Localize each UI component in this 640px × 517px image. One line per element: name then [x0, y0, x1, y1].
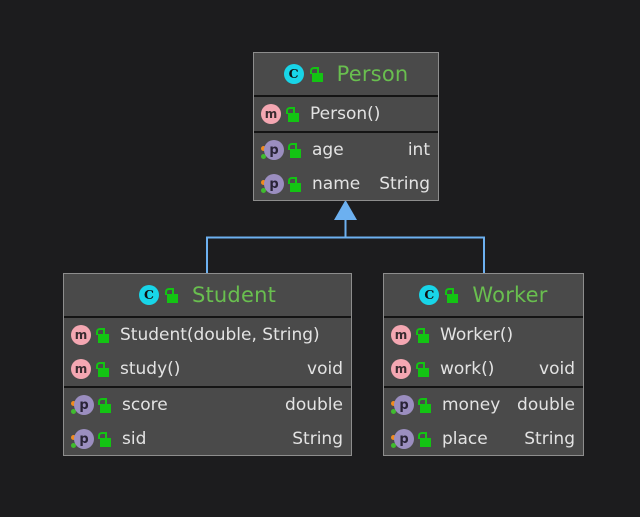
- member-row[interactable]: p sid String: [64, 422, 351, 455]
- class-header-worker[interactable]: C Worker: [384, 274, 583, 318]
- member-name: Student(double, String): [120, 324, 320, 345]
- member-name: Person(): [310, 103, 381, 124]
- member-row[interactable]: p money double: [384, 388, 583, 422]
- class-header-student[interactable]: C Student: [64, 274, 351, 318]
- member-name: study(): [120, 358, 181, 379]
- class-header-person[interactable]: C Person: [254, 53, 438, 97]
- methods-section-student: m Student(double, String) m study() void: [64, 318, 351, 386]
- inheritance-arrowhead: [334, 200, 357, 220]
- member-type: int: [407, 139, 430, 160]
- method-icon: m: [71, 359, 91, 379]
- method-icon: m: [71, 325, 91, 345]
- member-row[interactable]: m Person(): [254, 97, 438, 131]
- method-icon: m: [391, 325, 411, 345]
- member-row[interactable]: m Worker(): [384, 318, 583, 352]
- class-icon: C: [419, 285, 440, 305]
- unlocked-padlock-icon: [288, 142, 303, 159]
- unlocked-padlock-icon: [96, 327, 111, 344]
- member-row[interactable]: m study() void: [64, 352, 351, 386]
- member-name: place: [442, 428, 488, 449]
- member-row[interactable]: p place String: [384, 422, 583, 455]
- member-type: double: [517, 394, 575, 415]
- unlocked-padlock-icon: [416, 361, 431, 378]
- class-icon: C: [138, 285, 159, 305]
- class-box-person[interactable]: C Person m Person() p: [253, 52, 439, 201]
- fields-section-student: p score double p sid String: [64, 386, 351, 455]
- member-name: sid: [122, 428, 147, 449]
- property-icon: p: [391, 395, 414, 415]
- class-name-worker: Worker: [472, 282, 548, 307]
- member-name: Worker(): [440, 324, 514, 345]
- unlocked-padlock-icon: [286, 106, 301, 123]
- member-row[interactable]: p score double: [64, 388, 351, 422]
- member-name: age: [312, 139, 344, 160]
- method-icon: m: [391, 359, 411, 379]
- member-row[interactable]: m Student(double, String): [64, 318, 351, 352]
- property-icon: p: [391, 429, 414, 449]
- class-box-worker[interactable]: C Worker m Worker() m work() voi: [383, 273, 584, 456]
- member-type: String: [379, 173, 430, 194]
- unlocked-padlock-icon: [164, 287, 180, 304]
- property-icon: p: [71, 429, 94, 449]
- member-type: double: [285, 394, 343, 415]
- unlocked-padlock-icon: [418, 397, 433, 414]
- unlocked-padlock-icon: [288, 176, 303, 193]
- unlocked-padlock-icon: [98, 431, 113, 448]
- property-icon: p: [261, 174, 284, 194]
- fields-section-worker: p money double p place String: [384, 386, 583, 455]
- member-type: String: [292, 428, 343, 449]
- class-name-student: Student: [191, 282, 277, 307]
- class-icon: C: [283, 64, 304, 84]
- property-icon: p: [71, 395, 94, 415]
- class-box-student[interactable]: C Student m Student(double, String) m st: [63, 273, 352, 456]
- member-type: void: [539, 358, 575, 379]
- property-icon: p: [261, 140, 284, 160]
- methods-section-worker: m Worker() m work() void: [384, 318, 583, 386]
- fields-section-person: p age int p name String: [254, 131, 438, 200]
- class-name-person: Person: [336, 61, 409, 86]
- member-name: money: [442, 394, 501, 415]
- member-name: work(): [440, 358, 495, 379]
- unlocked-padlock-icon: [416, 327, 431, 344]
- method-icon: m: [261, 104, 281, 124]
- methods-section-person: m Person(): [254, 97, 438, 131]
- unlocked-padlock-icon: [418, 431, 433, 448]
- unlocked-padlock-icon: [309, 66, 325, 83]
- member-row[interactable]: p name String: [254, 167, 438, 200]
- unlocked-padlock-icon: [98, 397, 113, 414]
- member-name: name: [312, 173, 361, 194]
- member-row[interactable]: p age int: [254, 133, 438, 167]
- unlocked-padlock-icon: [445, 287, 460, 304]
- member-type: String: [524, 428, 575, 449]
- unlocked-padlock-icon: [96, 361, 111, 378]
- member-row[interactable]: m work() void: [384, 352, 583, 386]
- member-name: score: [122, 394, 168, 415]
- member-type: void: [307, 358, 343, 379]
